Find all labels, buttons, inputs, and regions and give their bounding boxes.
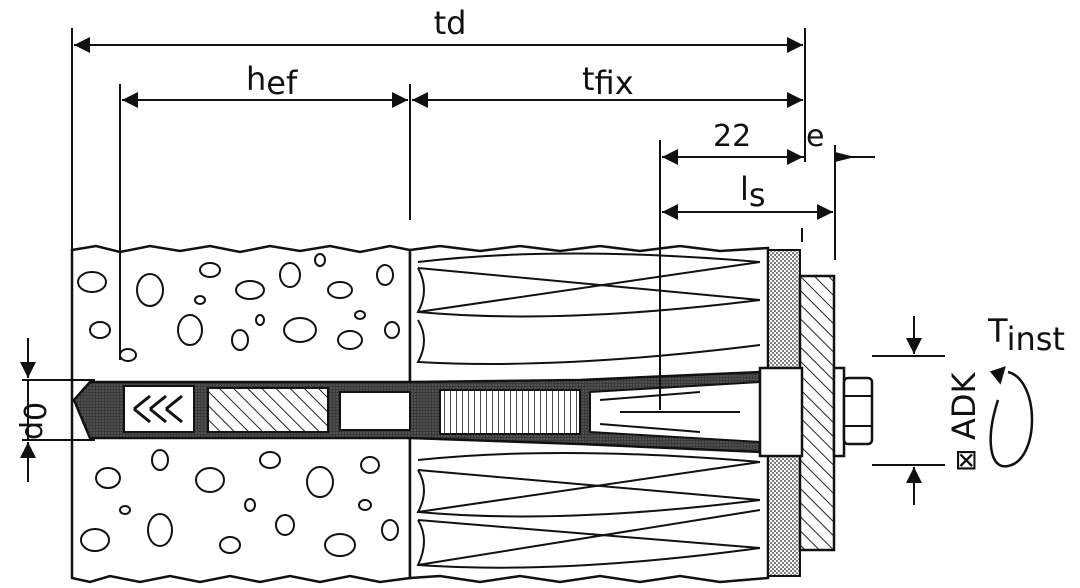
torque-rotation-arrow [989, 366, 1034, 468]
label-td: td [434, 4, 467, 42]
label-22: 22 [713, 119, 751, 154]
label-tfix: tfix [582, 60, 634, 102]
label-ls: ls [740, 170, 766, 214]
extension-lines [22, 28, 945, 466]
nut-and-washer [832, 366, 874, 458]
label-hef: hef [246, 60, 298, 102]
fixture-plate [798, 274, 836, 552]
label-d0: d0 [15, 402, 54, 440]
label-e: e [806, 119, 824, 154]
label-adk-box: ⊠ [949, 449, 982, 472]
label-tinst: Tinst [987, 312, 1065, 358]
anchor-body [72, 366, 804, 458]
dimension-lines [20, 37, 922, 505]
label-adk: ADK [945, 371, 983, 440]
